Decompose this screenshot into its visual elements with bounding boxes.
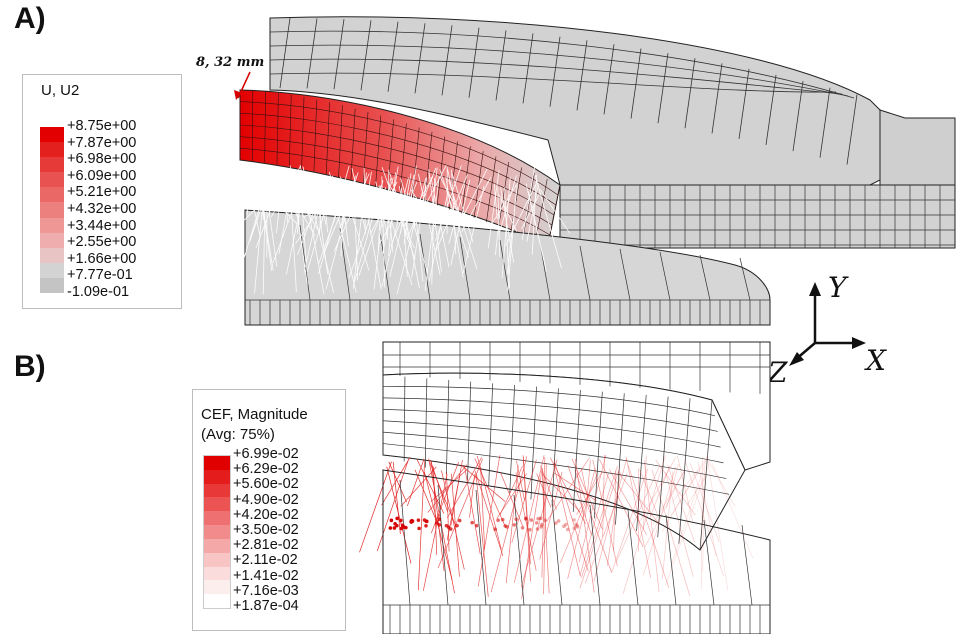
panel-a-label: A): [14, 2, 46, 35]
coordinate-axes: Y X Z: [767, 271, 887, 389]
legend-swatch: [40, 217, 64, 234]
legend-value: +3.50e-02: [233, 522, 299, 538]
legend-swatch: [40, 232, 64, 249]
legend-value: +4.20e-02: [233, 506, 299, 523]
panel-a-model: 8, 32 mm: [196, 16, 956, 326]
legend-value: +2.81e-02: [233, 537, 299, 554]
legend-swatch: [204, 456, 230, 471]
legend-value: +3.44e+00: [67, 217, 137, 234]
legend-value: +2.11e-02: [233, 552, 298, 569]
legend-value: +7.87e+00: [67, 134, 137, 151]
legend-swatch: [204, 594, 230, 609]
displacement-legend: U, U2 +8.75e+00+7.87e+00+6.98e+00+6.09e+…: [22, 74, 182, 309]
z-axis-label: Z: [767, 356, 788, 389]
y-axis-label: Y: [828, 271, 849, 304]
legend-swatch: [40, 187, 64, 203]
legend-value: +5.21e+00: [67, 184, 137, 201]
legend-value: +6.29e-02: [233, 461, 299, 478]
legend-value: -1.09e-01: [67, 284, 130, 300]
legend-value: +6.09e+00: [67, 167, 137, 184]
legend-swatch: [40, 277, 64, 294]
legend-swatch: [204, 525, 230, 540]
legend-value: +7.16e-03: [233, 582, 299, 599]
legend-swatch: [204, 552, 230, 568]
right-slab: [559, 184, 956, 249]
displacement-annotation: 8, 32 mm: [196, 55, 264, 70]
legend-value: +6.99e-02: [233, 446, 299, 462]
x-axis-label: X: [864, 344, 887, 377]
legend-swatch: [204, 497, 230, 512]
legend-value: +5.60e-02: [233, 476, 299, 493]
legend-title: CEF, Magnitude: [201, 406, 308, 423]
legend-swatch: [204, 469, 230, 485]
legend-value: +6.98e+00: [67, 151, 137, 168]
legend-color-bar: [40, 127, 64, 294]
legend-swatch: [204, 511, 230, 526]
legend-swatch: [40, 247, 64, 264]
legend-swatch: [40, 172, 64, 188]
upper-body: [269, 16, 881, 186]
legend-value: +1.87e-04: [233, 598, 299, 614]
legend-value: +7.77e-01: [67, 267, 133, 284]
legend-value: +8.75e+00: [67, 118, 137, 134]
legend-value: +1.41e-02: [233, 567, 299, 584]
lower-plate-b: [382, 469, 771, 634]
legend-color-bar: [203, 455, 231, 609]
legend-value: +4.90e-02: [233, 491, 299, 508]
contact-force-legend: CEF, Magnitude (Avg: 75%) +6.99e-02+6.29…: [192, 389, 346, 631]
legend-swatch: [204, 566, 230, 581]
legend-swatch: [40, 202, 64, 219]
legend-value: +2.55e+00: [67, 234, 137, 251]
legend-swatch: [40, 127, 64, 143]
legend-swatch: [204, 580, 230, 595]
panel-b-label: B): [14, 350, 46, 383]
legend-swatch: [40, 142, 64, 158]
legend-swatch: [40, 262, 64, 279]
legend-title: U, U2: [41, 82, 80, 99]
right-step: [879, 109, 956, 186]
legend-swatch: [204, 483, 230, 498]
legend-swatch: [204, 538, 230, 554]
legend-subtitle: (Avg: 75%): [201, 426, 275, 443]
panel-b-model: [359, 341, 771, 634]
legend-value: +4.32e+00: [67, 201, 137, 217]
legend-value: +1.66e+00: [67, 250, 137, 267]
legend-swatch: [40, 157, 64, 173]
